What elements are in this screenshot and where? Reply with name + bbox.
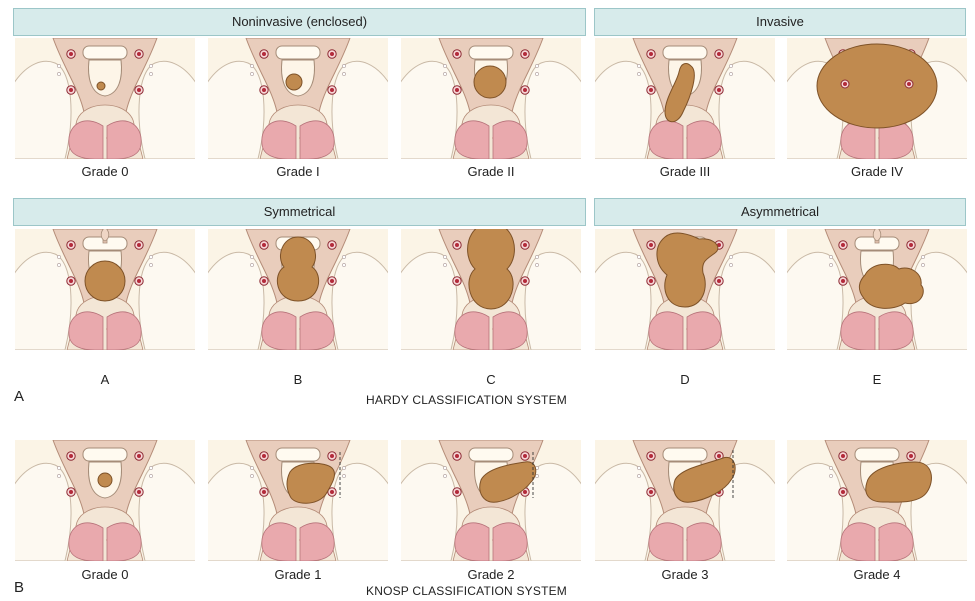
- hardy-grade-3-panel: [595, 38, 775, 159]
- hardy-grade-3-illustration: [595, 38, 775, 159]
- hardy-label-e: E: [787, 372, 967, 387]
- hardy-grade-1-panel: [208, 38, 388, 159]
- knosp-label-grade-2: Grade 2: [401, 567, 581, 582]
- hardy-grade-2-panel: [401, 38, 581, 159]
- hardy-stage-a-panel: [15, 229, 195, 350]
- header-noninvasive: Noninvasive (enclosed): [13, 8, 586, 36]
- part-letter-a: A: [14, 388, 24, 405]
- hardy-grade-4-panel: [787, 38, 967, 159]
- hardy-stage-e-illustration: [787, 229, 967, 350]
- knosp-grade-4-panel: [787, 440, 967, 561]
- header-asymmetrical: Asymmetrical: [594, 198, 966, 226]
- hardy-grade-2-illustration: [401, 38, 581, 159]
- hardy-stage-b-illustration: [208, 229, 388, 350]
- hardy-stage-b-panel: [208, 229, 388, 350]
- hardy-label-grade-2: Grade II: [401, 164, 581, 179]
- knosp-label-grade-1: Grade 1: [208, 567, 388, 582]
- hardy-label-grade-1: Grade I: [208, 164, 388, 179]
- knosp-grade-3-illustration: [595, 440, 775, 561]
- hardy-label-a: A: [15, 372, 195, 387]
- knosp-grade-0-panel: [15, 440, 195, 561]
- knosp-label-grade-0: Grade 0: [15, 567, 195, 582]
- hardy-stage-d-illustration: [595, 229, 775, 350]
- knosp-label-grade-3: Grade 3: [595, 567, 775, 582]
- hardy-caption: HARDY CLASSIFICATION SYSTEM: [366, 393, 567, 407]
- knosp-grade-2-panel: [401, 440, 581, 561]
- knosp-grade-3-panel: [595, 440, 775, 561]
- hardy-label-grade-4: Grade IV: [787, 164, 967, 179]
- hardy-stage-e-panel: [787, 229, 967, 350]
- header-symmetrical: Symmetrical: [13, 198, 586, 226]
- hardy-label-grade-0: Grade 0: [15, 164, 195, 179]
- hardy-grade-1-illustration: [208, 38, 388, 159]
- knosp-grade-4-illustration: [787, 440, 967, 561]
- header-invasive: Invasive: [594, 8, 966, 36]
- hardy-label-b: B: [208, 372, 388, 387]
- hardy-label-c: C: [401, 372, 581, 387]
- hardy-stage-d-panel: [595, 229, 775, 350]
- hardy-label-d: D: [595, 372, 775, 387]
- hardy-grade-0-panel: [15, 38, 195, 159]
- hardy-stage-c-panel: [401, 229, 581, 350]
- hardy-grade-4-illustration: [787, 38, 967, 159]
- hardy-grade-0-illustration: [15, 38, 195, 159]
- part-letter-b: B: [14, 579, 24, 596]
- knosp-grade-1-panel: [208, 440, 388, 561]
- knosp-caption: KNOSP CLASSIFICATION SYSTEM: [366, 584, 567, 598]
- hardy-stage-a-illustration: [15, 229, 195, 350]
- knosp-grade-0-illustration: [15, 440, 195, 561]
- knosp-label-grade-4: Grade 4: [787, 567, 967, 582]
- hardy-stage-c-illustration: [401, 229, 581, 350]
- hardy-label-grade-3: Grade III: [595, 164, 775, 179]
- knosp-grade-1-illustration: [208, 440, 388, 561]
- knosp-grade-2-illustration: [401, 440, 581, 561]
